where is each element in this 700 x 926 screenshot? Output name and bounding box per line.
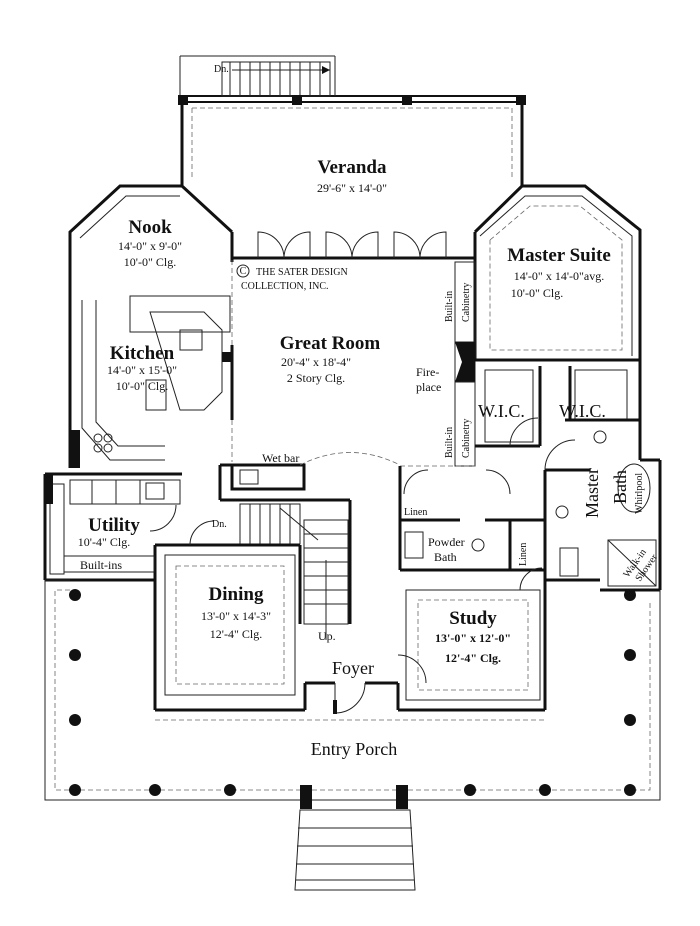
veranda-stairs: [221, 61, 331, 97]
wic-label-1: W.I.C.: [478, 401, 525, 421]
utility-fixtures: [45, 474, 181, 575]
veranda-name: Veranda: [318, 157, 387, 178]
entry-porch: [44, 579, 661, 891]
nook-dims: 14'-0" x 9'-0": [118, 239, 182, 253]
entry-porch-name: Entry Porch: [311, 739, 397, 759]
powder-bath-line1: Powder: [428, 535, 465, 549]
nook-name: Nook: [128, 217, 172, 238]
linen-label-1: Linen: [404, 507, 427, 518]
french-doors: [257, 231, 447, 259]
wet-bar-label: Wet bar: [262, 451, 299, 465]
fireplace-label-1: Fire-: [416, 365, 439, 379]
whirlpool-label: Whirlpool: [634, 473, 645, 514]
dining-room-detail: [164, 520, 302, 696]
wic-label-2: W.I.C.: [559, 401, 606, 421]
kitchen-fixtures: [70, 260, 234, 468]
powder-bath-line2: Bath: [434, 550, 457, 564]
master-bath-label-1: Master: [582, 468, 602, 518]
linen-label-2: Linen: [518, 543, 529, 566]
builtin-cab-label-3: Built-in: [444, 427, 455, 458]
copyright-symbol: C: [240, 266, 247, 277]
dn-stair-label: Dn.: [212, 519, 227, 530]
study-name: Study: [449, 608, 497, 629]
nook-clg: 10'-0" Clg.: [124, 255, 176, 269]
great-room-name: Great Room: [280, 333, 381, 354]
great-room-clg: 2 Story Clg.: [287, 371, 345, 385]
dn-top-label: Dn.: [214, 64, 229, 75]
exterior-walls: [43, 184, 662, 712]
study-room-detail: [397, 567, 543, 701]
wet-bar-and-stairs: [218, 452, 401, 640]
up-label: Up.: [318, 629, 336, 643]
dining-name: Dining: [209, 584, 264, 605]
veranda-dims: 29'-6" x 14'-0": [317, 181, 387, 195]
study-clg: 12'-4" Clg.: [445, 651, 501, 665]
kitchen-clg: 10'-0" Clg.: [116, 379, 168, 393]
master-closets: [475, 358, 657, 587]
fireplace-cabinetry: [400, 261, 476, 467]
foyer-door: [333, 682, 366, 714]
builtins-label: Built-ins: [80, 558, 122, 572]
room-labels: Dn. Veranda 29'-6" x 14'-0" Nook 14'-0" …: [78, 64, 661, 759]
copyright-line2: COLLECTION, INC.: [241, 281, 329, 292]
utility-name: Utility: [88, 515, 140, 536]
utility-clg: 10'-4" Clg.: [78, 535, 130, 549]
dining-dims: 13'-0" x 14'-3": [201, 609, 271, 623]
foyer-name: Foyer: [332, 658, 374, 678]
master-suite-name: Master Suite: [507, 245, 611, 266]
study-dims: 13'-0" x 12'-0": [435, 631, 511, 645]
master-bath-label-2: Bath: [610, 470, 630, 504]
veranda-area: [178, 55, 526, 186]
fireplace-label-2: place: [416, 380, 441, 394]
copyright-line1: THE SATER DESIGN: [256, 267, 348, 278]
builtin-cab-label-4: Cabinetry: [461, 419, 472, 458]
kitchen-name: Kitchen: [110, 343, 175, 364]
master-suite-dims: 14'-0" x 14'-0"avg.: [514, 269, 604, 283]
builtin-cab-label-1: Built-in: [444, 291, 455, 322]
kitchen-dims: 14'-0" x 15'-0": [107, 363, 177, 377]
dining-clg: 12'-4" Clg.: [210, 627, 262, 641]
master-suite-clg: 10'-0" Clg.: [511, 286, 563, 300]
great-room-dims: 20'-4" x 18'-4": [281, 355, 351, 369]
powder-linen: [398, 466, 545, 572]
copyright-circle: [236, 264, 250, 278]
builtin-cab-label-2: Cabinetry: [461, 283, 472, 322]
